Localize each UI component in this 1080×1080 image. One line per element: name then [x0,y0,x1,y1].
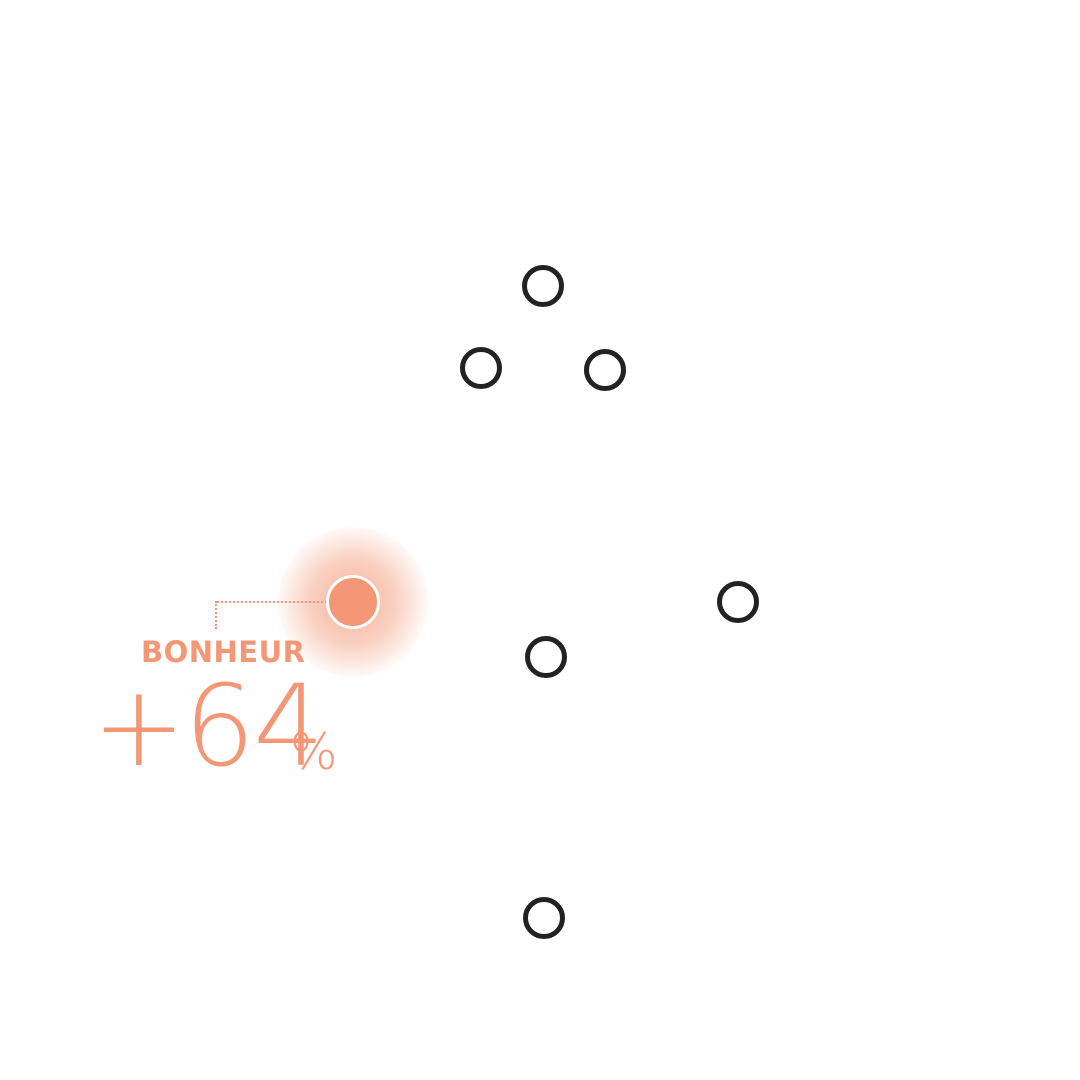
node-right[interactable] [717,581,759,623]
metric-label: BONHEUR [141,635,306,669]
node-upper-left[interactable] [460,347,502,389]
leader-line-vertical [215,601,217,629]
active-node-bonheur[interactable] [326,575,380,629]
node-top[interactable] [522,265,564,307]
node-upper-right[interactable] [584,349,626,391]
node-bottom[interactable] [523,897,565,939]
node-center[interactable] [525,636,567,678]
leader-line-horizontal [217,601,327,603]
metric-unit: % [290,723,338,781]
metric-value: +64 [92,662,324,792]
